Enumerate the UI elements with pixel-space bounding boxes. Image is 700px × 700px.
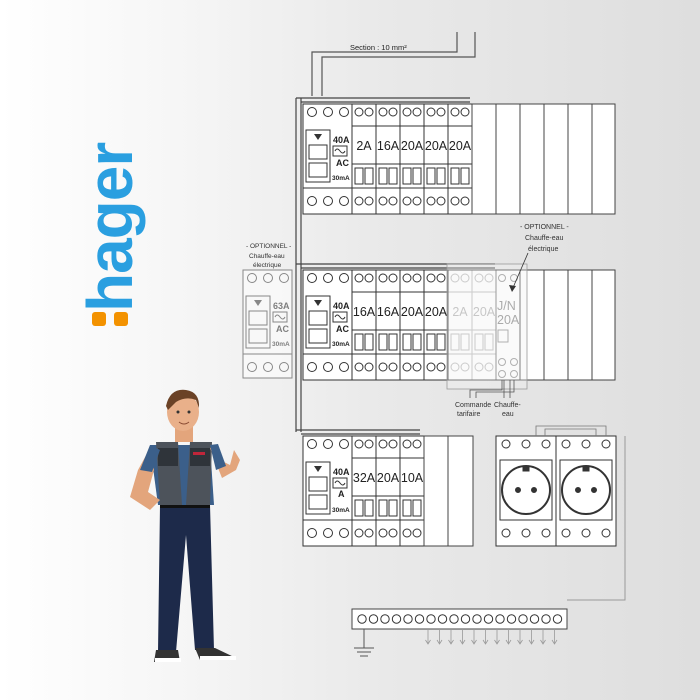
breaker-module: 2A [447,269,473,381]
earth-terminal [380,614,390,624]
breaker-rating: 20A [473,305,496,319]
brand-name: hager [74,143,146,312]
earth-terminal [552,614,563,624]
breaker-module: 16A [375,103,401,215]
contactor-line2: 20A [497,313,520,327]
heater-label-left: Chauffe-eau [249,253,285,260]
technician-illustration [130,389,240,662]
row-2-rcd-rating: 40A [333,301,350,311]
breaker-module: 16A [375,269,401,381]
breaker-rating: 2A [452,305,468,319]
breaker-module: 32A [351,435,377,547]
earth-terminal [483,614,494,624]
breaker-rating: 20A [425,305,448,319]
breaker-module: 2A [351,103,377,215]
optional-rcd-left: - OPTIONNEL - Chauffe-eau électrique 63A… [242,243,293,379]
supply-cable [311,32,476,96]
earth-terminal [518,614,528,624]
earth-terminal [403,614,413,624]
earth-terminal [437,614,448,624]
electric-label-right: électrique [528,246,558,253]
earth-terminal [506,614,517,624]
row-3-rcd-rating: 40A [333,467,350,477]
earth-terminal [529,614,540,624]
optional-rcd-sensitivity: 30mA [272,341,290,348]
breaker-module: 20A [423,103,449,215]
bus-bars [295,97,495,435]
optional-label-left: - OPTIONNEL - [246,243,291,250]
row-1-rcd-rating: 40A [333,135,350,145]
row-1-rcd-sensitivity: 30mA [332,175,350,182]
breaker-module: 20A [399,269,425,381]
breaker-module: 16A [351,269,377,381]
breaker-rating: 20A [377,471,400,485]
row-2-rcd-type: AC [336,324,349,334]
breaker-rating: 16A [353,305,376,319]
breaker-rating: 20A [401,305,424,319]
row-3-blank-modules [423,435,474,547]
earth-terminal [426,614,436,624]
heater-lead-label-1: Chauffe- [494,402,521,409]
breaker-rating: 20A [449,139,472,153]
brand-colon-dot [114,312,128,326]
brand-colon-dot [92,312,106,326]
optional-zone [446,263,528,390]
row-2-rcd-sensitivity: 30mA [332,341,350,348]
breaker-rating: 20A [425,139,448,153]
earth-terminal [357,614,367,624]
earth-terminal [449,614,459,624]
breaker-module: 20A [447,103,473,215]
command-label-2: tarifaire [457,411,480,418]
optional-rcd-type: AC [276,324,289,334]
earth-terminal [368,614,379,624]
socket-wiring [535,425,607,436]
breaker-rating: 16A [377,139,400,153]
hager-logo: hager [74,143,146,326]
earth-terminal [472,614,482,624]
breaker-module: 20A [375,435,401,547]
electric-label-left: électrique [253,262,282,269]
heater-lead-label-2: eau [502,411,514,418]
optional-rcd-rating: 63A [273,301,290,311]
breaker-module: 20A [471,269,497,381]
earth-terminal [391,614,402,624]
breaker-rating: 2A [356,139,372,153]
row-2-optional-breakers: 2A 20A [447,269,497,381]
row-1-blank-modules [471,103,616,215]
breaker-rating: 32A [353,471,376,485]
breaker-rating: 16A [377,305,400,319]
socket-outlet [561,465,611,515]
breaker-rating: 20A [401,139,424,153]
row-1-rcd-type: AC [336,158,349,168]
breaker-rating: 10A [401,471,424,485]
command-label-1: Commande [455,402,491,409]
breaker-module: 20A [423,269,449,381]
earth-terminal [460,614,471,624]
contactor-line1: J/N [497,299,516,313]
socket-outlet [501,465,551,515]
optional-label-right: - OPTIONNEL - [520,224,569,231]
heater-label-right: Chauffe-eau [525,235,564,242]
row-3-rcd-sensitivity: 30mA [332,507,350,514]
optional-heater-annotation: - OPTIONNEL - Chauffe-eau électrique [509,224,569,292]
earth-terminal [541,614,551,624]
contactor-leads [469,380,515,398]
socket-modules [495,435,617,547]
earth-terminal [495,614,505,624]
row-3-rcd-type: A [338,489,345,499]
cable-section-label: Section : 10 mm² [350,43,407,52]
earth-bar [351,436,626,657]
earth-terminal [414,614,425,624]
row-2-blank-modules [519,269,616,381]
breaker-module: 10A [399,435,425,547]
breaker-module: 20A [399,103,425,215]
